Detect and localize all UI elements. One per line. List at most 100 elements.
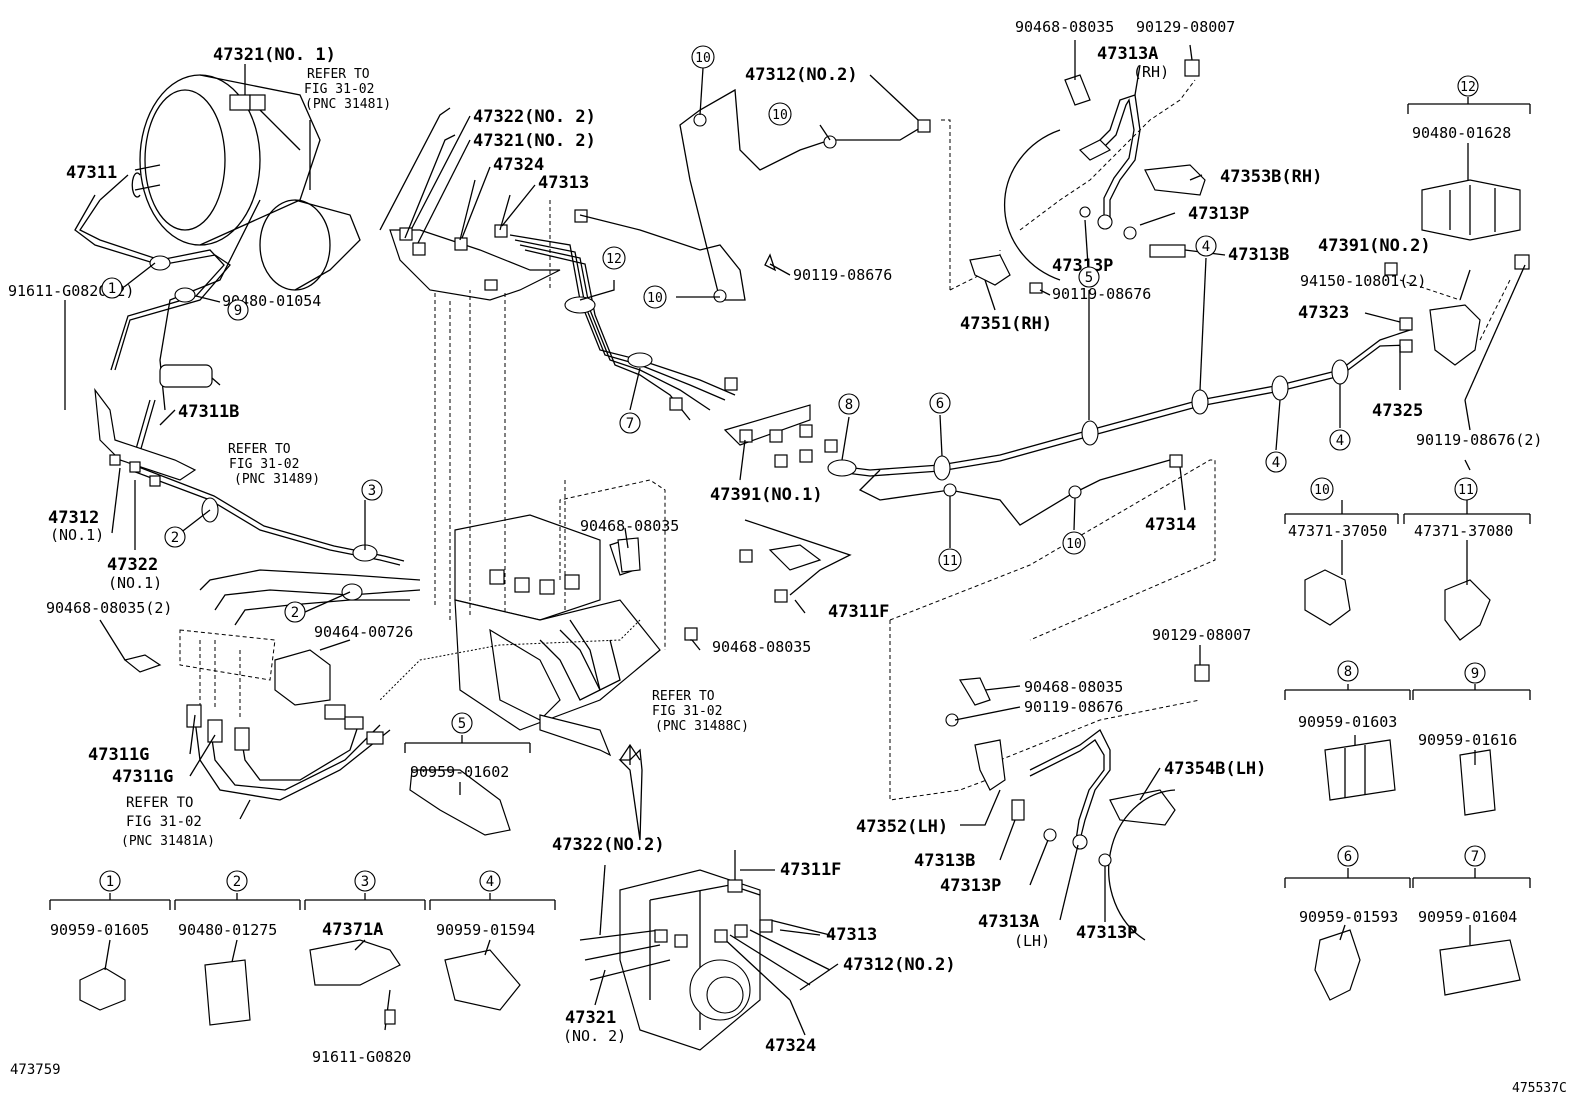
center-mid-bracket-47391 — [723, 253, 838, 468]
label-47321-no1: 47321(NO. 1) — [213, 45, 336, 65]
svg-text:12: 12 — [1460, 80, 1476, 95]
label-refer-31489-a: REFER TO — [228, 442, 291, 457]
svg-text:7: 7 — [626, 416, 634, 432]
label-47321-no2-bot-a: 47321 — [565, 1008, 616, 1028]
abs-actuator-bottom — [579, 748, 831, 1051]
svg-text:8: 8 — [1344, 664, 1352, 680]
legend-brackets — [49, 97, 1531, 1031]
label-refer-31481-c: (PNC 31481) — [305, 97, 391, 112]
legend-5: 5 90959-01602 — [410, 712, 509, 781]
svg-text:2: 2 — [291, 605, 299, 621]
svg-text:90480-01275: 90480-01275 — [178, 921, 277, 939]
callout-10d: 10 — [1062, 531, 1086, 555]
label-47351-rh: 47351(RH) — [960, 314, 1052, 334]
svg-text:91611-G0820: 91611-G0820 — [312, 1048, 411, 1066]
svg-text:2: 2 — [171, 530, 179, 546]
svg-text:10: 10 — [1314, 483, 1330, 498]
label-refer-31481-b: FIG 31-02 — [304, 82, 374, 97]
svg-text:8: 8 — [845, 397, 853, 413]
label-47313a-lh-b: (LH) — [1014, 932, 1050, 950]
label-47313b-lh: 47313B — [914, 851, 975, 871]
label-47325: 47325 — [1372, 401, 1423, 421]
svg-text:11: 11 — [1458, 483, 1474, 498]
abs-actuator-center — [454, 514, 661, 757]
label-90468-08035-mid2: 90468-08035 — [712, 638, 811, 656]
callout-4c: 4 — [1329, 429, 1351, 451]
label-90480-01628: 90480-01628 — [1412, 124, 1511, 142]
label-90468-08035-mid1: 90468-08035 — [580, 517, 679, 535]
label-90119-08676-rh: 90119-08676 — [1052, 285, 1151, 303]
svg-text:90959-01604: 90959-01604 — [1418, 908, 1517, 926]
svg-text:90959-01594: 90959-01594 — [436, 921, 535, 939]
label-refer-31489-c: (PNC 31489) — [234, 472, 320, 487]
svg-text:10: 10 — [1066, 537, 1082, 552]
label-47352-lh: 47352(LH) — [856, 817, 948, 837]
svg-text:90959-01605: 90959-01605 — [50, 921, 149, 939]
callout-7: 7 — [619, 412, 641, 434]
svg-text:4: 4 — [1272, 455, 1280, 471]
svg-text:4: 4 — [1336, 433, 1344, 449]
leader-lines — [64, 40, 1526, 1036]
svg-text:6: 6 — [936, 396, 944, 412]
label-47322-no1-a: 47322 — [107, 555, 158, 575]
label-47311f-bot: 47311F — [780, 860, 841, 880]
legend-9: 9 90959-01616 — [1418, 662, 1517, 749]
brake-booster-drawing — [131, 74, 361, 291]
label-47324-bot: 47324 — [765, 1036, 816, 1056]
callout-5: 5 — [1078, 266, 1100, 288]
label-47313p-rh1: 47313P — [1188, 204, 1249, 224]
label-47322-no1-b: (NO.1) — [108, 574, 162, 592]
svg-text:47371A: 47371A — [322, 920, 383, 940]
label-47313-top: 47313 — [538, 173, 589, 193]
label-47313a-rh-b: (RH) — [1133, 63, 1169, 81]
legend-3: 3 47371A 91611-G0820 — [312, 870, 411, 1066]
legend-4: 4 90959-01594 — [436, 870, 535, 939]
label-refer-31481a-b: FIG 31-02 — [126, 814, 202, 830]
svg-text:7: 7 — [1471, 849, 1479, 865]
legend-10: 10 47371-37050 — [1288, 477, 1387, 540]
label-refer-31481a-c: (PNC 31481A) — [121, 834, 215, 849]
label-refer-31481-a: REFER TO — [307, 67, 370, 82]
long-rear-brake-tubes — [827, 329, 1411, 526]
svg-text:90959-01616: 90959-01616 — [1418, 731, 1517, 749]
callout-6: 6 — [929, 392, 951, 414]
direction-arrow — [619, 743, 641, 765]
callout-9: 9 — [227, 299, 249, 321]
svg-text:5: 5 — [1085, 270, 1093, 286]
svg-text:47371-37080: 47371-37080 — [1414, 522, 1513, 540]
label-94150-10801-2: 94150-10801(2) — [1300, 272, 1426, 290]
svg-text:1: 1 — [108, 281, 116, 297]
center-mid-parts — [379, 200, 852, 701]
label-90464-00726: 90464-00726 — [314, 623, 413, 641]
label-47321-no2-top: 47321(NO. 2) — [473, 131, 596, 151]
svg-text:1: 1 — [106, 874, 114, 890]
label-47312-no1-b: (NO.1) — [50, 526, 104, 544]
label-47324-top: 47324 — [493, 155, 544, 175]
callout-4b: 4 — [1265, 451, 1287, 473]
callout-markers: 1 9 3 2 2 10 10 10 12 7 8 6 5 4 4 4 11 1… — [101, 45, 1351, 623]
label-90119-08676-2: 90119-08676(2) — [1416, 431, 1542, 449]
label-47391-no2: 47391(NO.2) — [1318, 236, 1431, 256]
label-refer-31488c-b: FIG 31-02 — [652, 704, 722, 719]
label-47311g-2: 47311G — [112, 767, 173, 787]
label-47391-no1: 47391(NO.1) — [710, 485, 823, 505]
callout-10c: 10 — [643, 285, 667, 309]
label-47313b-rh: 47313B — [1228, 245, 1289, 265]
label-refer-31488c-a: REFER TO — [652, 689, 715, 704]
legend-1: 1 90959-01605 — [50, 870, 149, 939]
label-47354b-lh: 47354B(LH) — [1164, 759, 1266, 779]
label-47321-no2-bot-b: (NO. 2) — [563, 1027, 626, 1045]
label-47313-bot: 47313 — [826, 925, 877, 945]
label-47312-no2-bot: 47312(NO.2) — [843, 955, 956, 975]
label-47313a-lh-a: 47313A — [978, 912, 1039, 932]
label-code-right: 475537C — [1512, 1081, 1567, 1096]
label-47313p-rh2: 47313P — [1052, 256, 1113, 276]
label-90468-08035-lh: 90468-08035 — [1024, 678, 1123, 696]
svg-text:6: 6 — [1344, 849, 1352, 865]
left-brake-tubes — [74, 194, 421, 626]
label-90129-08007-rh: 90129-08007 — [1136, 18, 1235, 36]
callout-10b: 10 — [768, 102, 792, 126]
label-47311f-mid: 47311F — [828, 602, 889, 622]
legend-8: 8 90959-01603 — [1298, 660, 1397, 731]
